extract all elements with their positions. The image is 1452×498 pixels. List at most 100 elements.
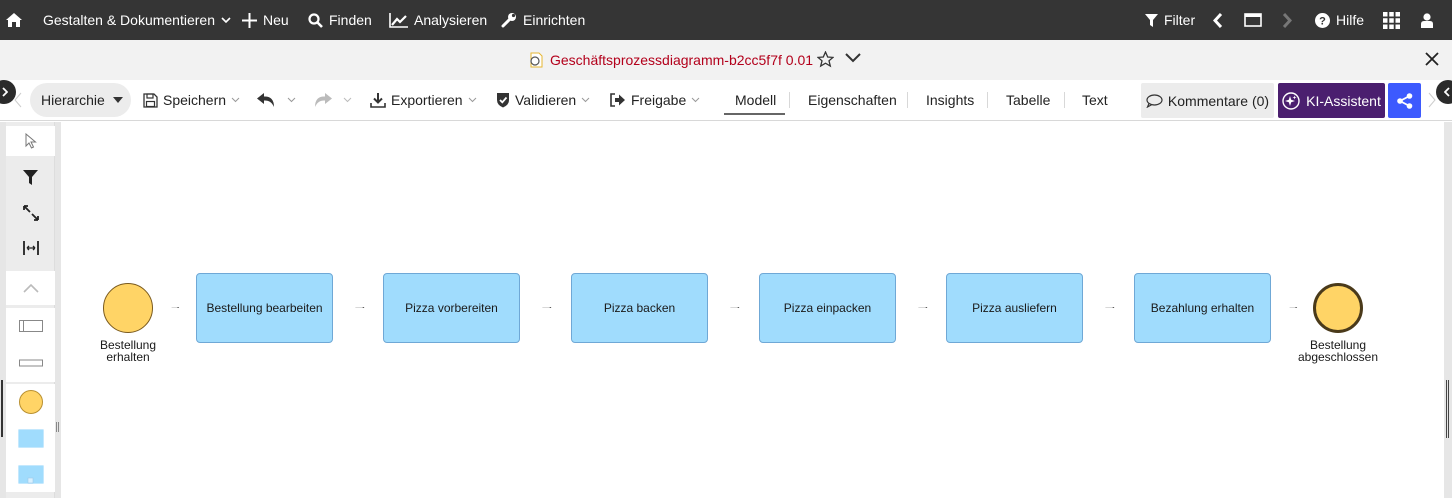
menu-einrichten[interactable]: Einrichten: [501, 0, 585, 40]
sequence-flow-arrow[interactable]: [900, 307, 946, 309]
release-button[interactable]: Freigabe: [610, 80, 700, 120]
label-line: abgeschlossen: [1297, 350, 1379, 364]
scroll-right-icon[interactable]: [1428, 92, 1436, 108]
end-event[interactable]: [1313, 283, 1363, 333]
task-pizza-ausliefern[interactable]: Pizza ausliefern: [946, 273, 1083, 343]
chevron-left-icon: [1213, 12, 1223, 28]
fit-width-tool[interactable]: [6, 235, 55, 261]
start-event-label: Bestellung erhalten: [78, 339, 178, 363]
ai-assistant-button[interactable]: KI-Assistent: [1278, 83, 1385, 118]
chevron-down-icon: [343, 97, 352, 103]
expand-left-panel-button[interactable]: [0, 80, 16, 104]
expand-right-panel-button[interactable]: [1436, 80, 1452, 104]
back-button[interactable]: [1213, 0, 1223, 40]
menu-neu[interactable]: Neu: [242, 0, 289, 40]
chevron-down-icon: [581, 97, 590, 103]
sign-out-icon: [610, 93, 625, 107]
save-button[interactable]: Speichern: [143, 80, 240, 120]
event-shape[interactable]: [6, 384, 55, 420]
sequence-flow-arrow[interactable]: [524, 307, 570, 309]
filter-tool[interactable]: [6, 164, 55, 190]
tab-insights[interactable]: Insights: [926, 80, 974, 120]
start-event[interactable]: [103, 283, 153, 333]
task-label: Bezahlung erhalten: [1150, 301, 1255, 315]
chevron-down-icon: [287, 97, 296, 103]
filter-icon: [23, 169, 38, 185]
title-chevron-down-icon[interactable]: [845, 53, 861, 63]
menu-label: Gestalten & Dokumentieren: [43, 12, 215, 28]
palette-splitter[interactable]: [55, 122, 61, 498]
tab-eigenschaften[interactable]: Eigenschaften: [808, 80, 897, 120]
filter-button[interactable]: Filter: [1145, 0, 1195, 40]
subprocess-shape-icon: [17, 464, 44, 484]
help-icon: ?: [1315, 12, 1330, 28]
lane-shape[interactable]: [6, 344, 55, 382]
forward-button[interactable]: [1282, 0, 1292, 40]
right-resize-handle[interactable]: [1446, 380, 1447, 438]
menu-gestalten-dokumentieren[interactable]: Gestalten & Dokumentieren: [43, 0, 231, 40]
tab-label: Insights: [926, 92, 975, 108]
chevron-right-icon: [1282, 12, 1292, 28]
pointer-tool[interactable]: [6, 126, 55, 156]
favorite-star-icon[interactable]: [817, 51, 834, 68]
plus-icon: [242, 12, 257, 28]
tab-modell[interactable]: Modell: [735, 80, 776, 120]
menu-analysieren[interactable]: Analysieren: [389, 0, 487, 40]
editor-toolbar: Hierarchie Speichern Exportieren Validie…: [0, 80, 1452, 121]
tab-divider: [907, 92, 908, 108]
task-bestellung-bearbeiten[interactable]: Bestellung bearbeiten: [196, 273, 333, 343]
scroll-left-icon[interactable]: [14, 92, 22, 108]
task-bezahlung-erhalten[interactable]: Bezahlung erhalten: [1134, 273, 1271, 343]
comments-button[interactable]: Kommentare (0): [1141, 83, 1274, 118]
tab-tabelle[interactable]: Tabelle: [1006, 80, 1050, 120]
tab-label: Eigenschaften: [808, 92, 897, 108]
task-pizza-vorbereiten[interactable]: Pizza vorbereiten: [383, 273, 520, 343]
redo-icon: [315, 93, 332, 107]
process-diagram-icon: [530, 52, 543, 68]
undo-button[interactable]: [257, 80, 296, 120]
sequence-flow-arrow[interactable]: [156, 307, 195, 309]
apps-button[interactable]: [1383, 0, 1400, 40]
sequence-flow-arrow[interactable]: [337, 307, 383, 309]
chevron-down-icon: [231, 97, 240, 103]
validate-label: Validieren: [515, 92, 577, 108]
comments-label: Kommentare (0): [1167, 92, 1270, 109]
pool-shape[interactable]: [6, 308, 55, 344]
end-event-label: Bestellung abgeschlossen: [1288, 339, 1388, 363]
task-pizza-backen[interactable]: Pizza backen: [571, 273, 708, 343]
sequence-flow-arrow[interactable]: [1274, 307, 1313, 309]
resize-tool[interactable]: [6, 200, 55, 226]
task-label: Pizza backen: [603, 301, 676, 315]
diagram-canvas[interactable]: Bestellung erhalten Bestellung bearbeite…: [61, 122, 1444, 498]
validate-button[interactable]: Validieren: [496, 80, 590, 120]
task-label: Pizza vorbereiten: [405, 301, 498, 315]
home-button[interactable]: [6, 0, 22, 40]
top-navigation-bar: Gestalten & Dokumentieren Neu Finden Ana…: [0, 0, 1452, 40]
pointer-icon: [25, 133, 37, 149]
hierarchy-dropdown[interactable]: Hierarchie: [30, 83, 131, 117]
event-shape-icon: [18, 390, 43, 414]
menu-label: Einrichten: [523, 12, 586, 28]
chevron-right-icon: [2, 87, 8, 97]
redo-button[interactable]: [313, 80, 352, 120]
release-label: Freigabe: [631, 92, 687, 108]
sequence-flow-arrow[interactable]: [712, 307, 758, 309]
shield-check-icon: [497, 93, 509, 108]
close-icon[interactable]: [1425, 52, 1439, 66]
task-pizza-einpacken[interactable]: Pizza einpacken: [759, 273, 896, 343]
share-button[interactable]: [1388, 83, 1421, 118]
tab-label: Text: [1082, 92, 1108, 108]
chevron-up-icon: [22, 283, 39, 293]
share-icon: [1396, 92, 1412, 109]
user-button[interactable]: [1421, 0, 1433, 40]
menu-finden[interactable]: Finden: [308, 0, 372, 40]
left-resize-handle[interactable]: [1, 380, 3, 437]
help-button[interactable]: ? Hilfe: [1315, 0, 1364, 40]
subprocess-shape[interactable]: [6, 456, 55, 492]
tab-text[interactable]: Text: [1082, 80, 1108, 120]
task-shape[interactable]: [6, 420, 55, 456]
collapse-palette-button[interactable]: [6, 271, 55, 305]
sequence-flow-arrow[interactable]: [1087, 307, 1133, 309]
window-button[interactable]: [1244, 0, 1262, 40]
export-button[interactable]: Exportieren: [370, 80, 477, 120]
